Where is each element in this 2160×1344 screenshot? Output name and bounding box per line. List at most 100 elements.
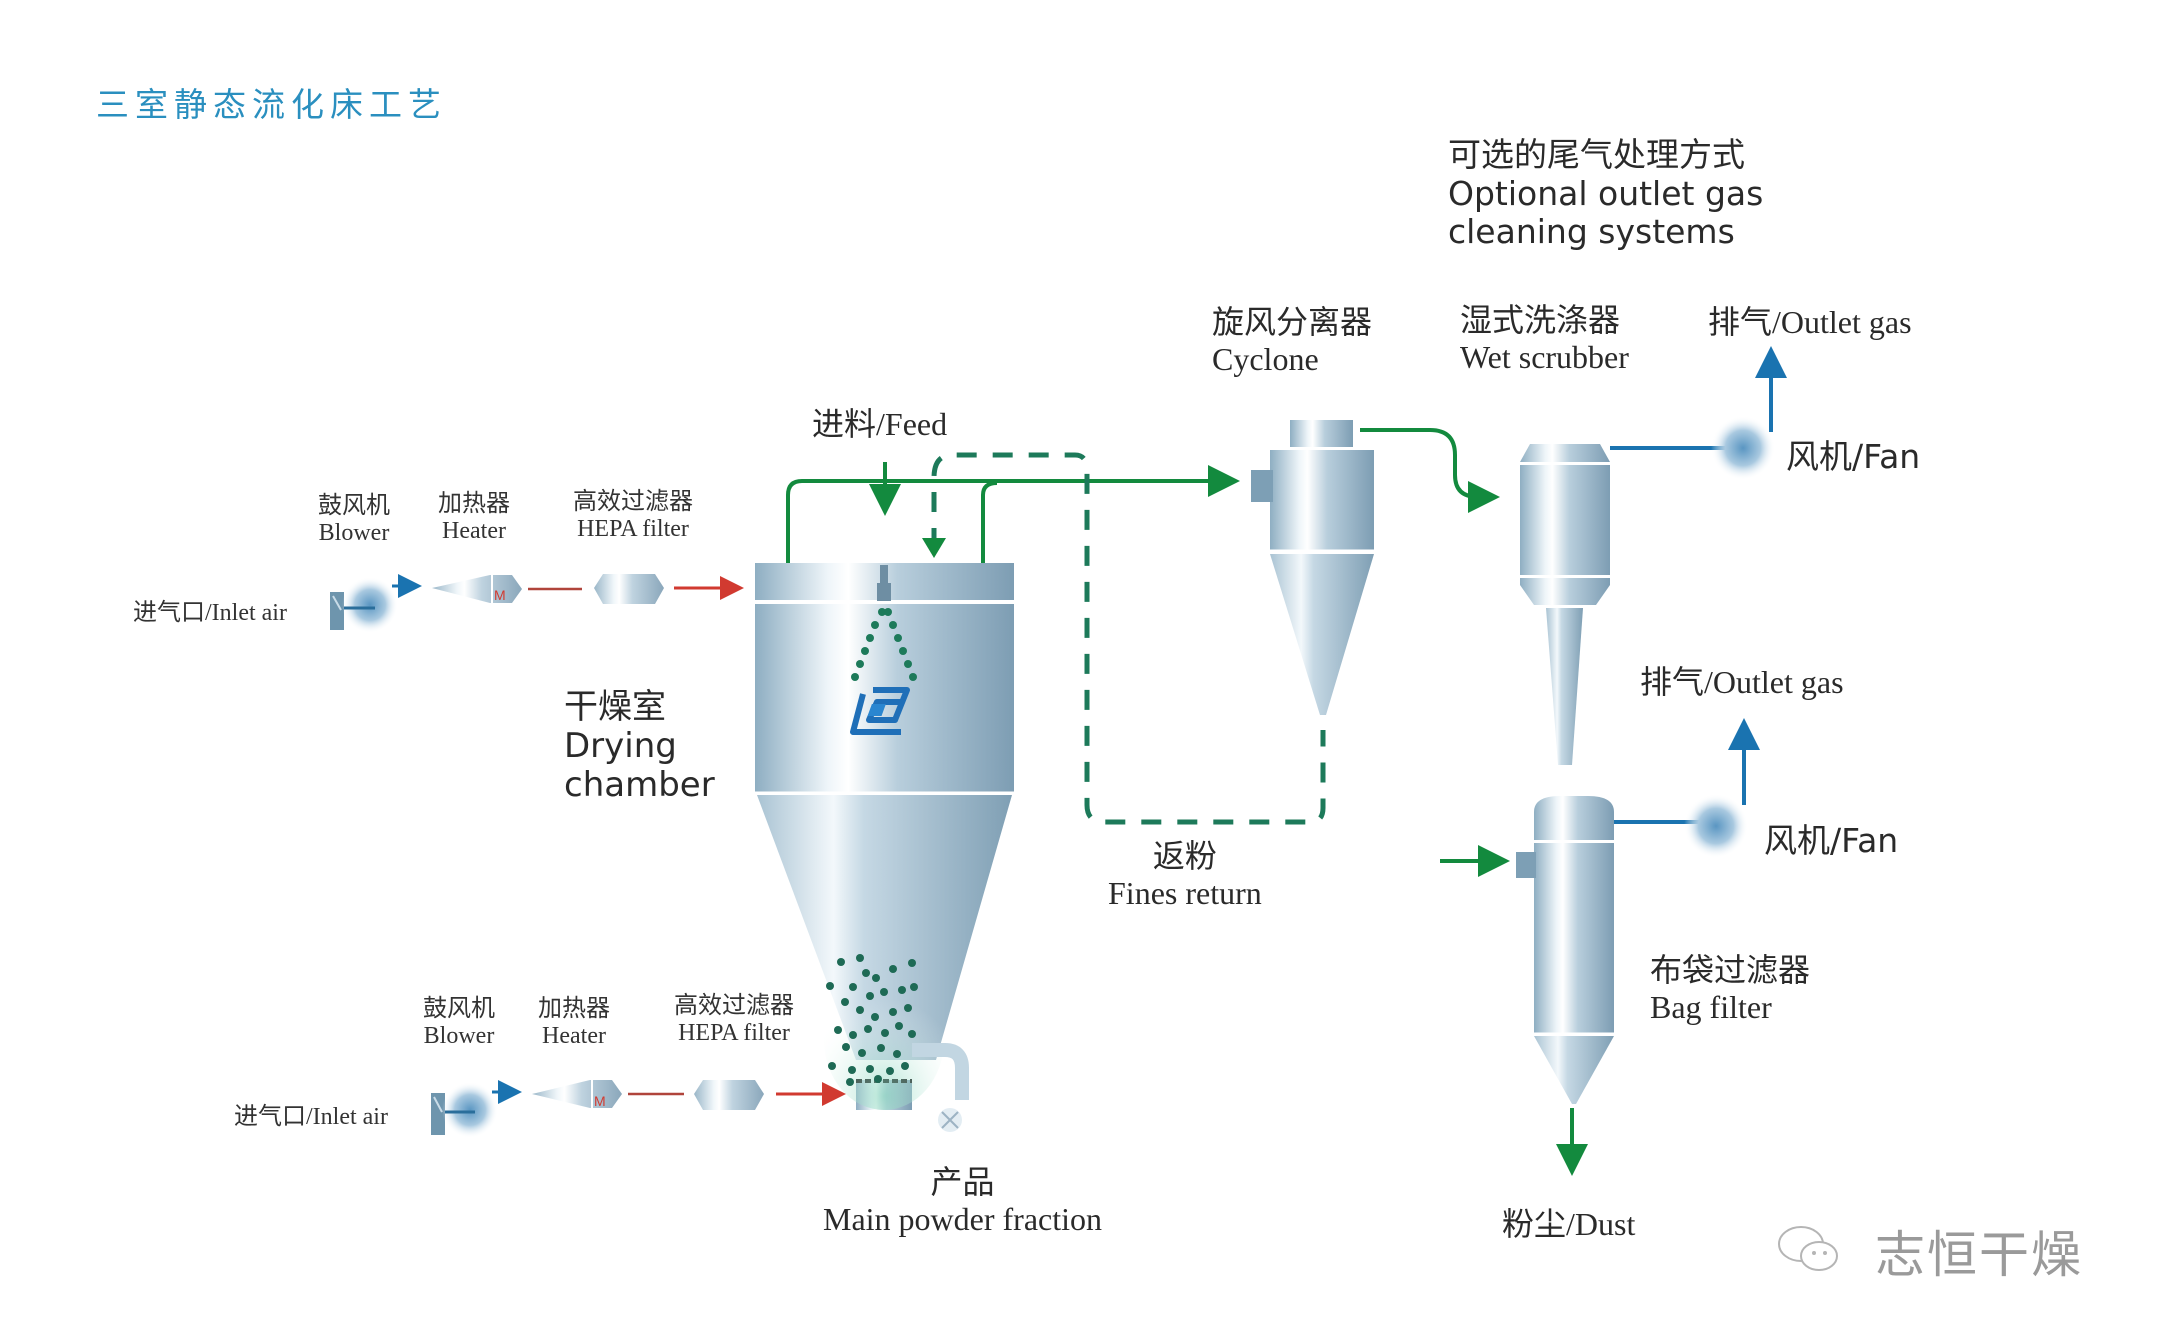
fluidized-particle <box>886 1067 894 1075</box>
spray-pattern <box>851 608 917 681</box>
upper-inlet-air-label: 进气口/Inlet air <box>133 600 287 626</box>
blower-icon <box>442 1082 498 1138</box>
heater-label-zh: 加热器 <box>538 994 610 1022</box>
cyclone-en: Cyclone <box>1212 340 1319 377</box>
drying-chamber-label: 干燥室 Drying chamber <box>564 688 715 804</box>
scrubber-bottom <box>1520 578 1610 605</box>
blower-label-en: Blower <box>318 519 390 546</box>
spray-droplet <box>861 647 869 655</box>
outlet-gas-mid-label: 排气/Outlet gas <box>1640 664 1844 700</box>
bag-filter-en: Bag filter <box>1650 988 1772 1025</box>
bag-filter-inlet <box>1516 852 1536 878</box>
fluidized-particle <box>856 954 864 962</box>
fluidized-particle <box>871 1013 879 1021</box>
spray-droplet <box>904 660 912 668</box>
cyclone-body <box>1270 450 1374 550</box>
fluidized-particle <box>834 1026 842 1034</box>
fluidized-particle <box>874 1075 882 1083</box>
fan-mid <box>1684 718 1760 858</box>
wet-scrubber <box>1520 444 1740 765</box>
watermark-text: 志恒干燥 <box>1875 1226 2083 1284</box>
heater-icon <box>432 575 522 603</box>
fluidized-particle <box>858 1049 866 1057</box>
fluidized-particle <box>846 1078 854 1086</box>
upper-heater-label: 加热器 Heater <box>438 489 510 545</box>
fines-return-label: 返粉 Fines return <box>1108 838 1262 912</box>
chamber-cone <box>757 795 1012 1060</box>
chamber-right-riser <box>981 481 998 563</box>
damper-blade <box>433 1096 443 1113</box>
fluidized-particle <box>908 959 916 967</box>
hepa-filter-icon <box>694 1080 764 1110</box>
fan-top <box>1711 346 1787 480</box>
drying-chamber-zh: 干燥室 <box>564 687 666 727</box>
fluidized-particle <box>848 1066 856 1074</box>
fluidized-particle <box>864 1025 872 1033</box>
product-zh: 产品 <box>930 1163 995 1201</box>
wet-scrubber-en: Wet scrubber <box>1460 338 1629 375</box>
fluidized-particle <box>880 988 888 996</box>
inlet-air-damper <box>431 1093 445 1135</box>
fluidized-particle <box>866 1065 874 1073</box>
heater-mark: M <box>494 587 506 603</box>
bag-filter-zh: 布袋过滤器 <box>1650 951 1811 989</box>
fluidized-particle <box>898 986 906 994</box>
fluidized-particle <box>910 983 918 991</box>
cyclone-cone <box>1270 554 1374 715</box>
hepa-label-zh: 高效过滤器 <box>674 991 794 1019</box>
optional-systems-en-1: Optional outlet gas <box>1448 173 1764 213</box>
optional-systems-label: 可选的尾气处理方式 Optional outlet gas cleaning s… <box>1448 135 1764 252</box>
scrubber-top <box>1520 444 1610 462</box>
blower-label-zh: 鼓风机 <box>318 491 390 519</box>
fluidized-particle <box>842 1043 850 1051</box>
fluidized-particle <box>895 1022 903 1030</box>
lower-air-line: M <box>431 1080 846 1138</box>
spray-nozzle <box>880 565 888 583</box>
fluidized-particle <box>877 1044 885 1052</box>
heater-label-zh: 加热器 <box>438 489 510 517</box>
fines-return-arrowhead <box>922 538 946 558</box>
bag-filter-cone <box>1534 1036 1614 1104</box>
fluidized-particle <box>862 969 870 977</box>
fluidized-particle <box>889 1008 897 1016</box>
fluidized-particle <box>904 1004 912 1012</box>
spray-droplet <box>909 673 917 681</box>
optional-systems-zh: 可选的尾气处理方式 <box>1448 135 1745 174</box>
optional-systems-en-2: cleaning systems <box>1448 212 1735 252</box>
fluidized-particle <box>826 982 834 990</box>
dust-label: 粉尘/Dust <box>1502 1206 1636 1242</box>
lower-blower-label: 鼓风机 Blower <box>423 994 495 1050</box>
chamber-to-cyclone-line <box>786 465 1240 563</box>
scrubber-body <box>1520 465 1610 575</box>
process-lines <box>786 428 1588 1176</box>
bag-filter-label: 布袋过滤器 Bag filter <box>1650 952 1810 1026</box>
rotary-valve-icon <box>938 1108 962 1132</box>
cyclone-zh: 旋风分离器 <box>1212 303 1373 341</box>
upper-hepa-label: 高效过滤器 HEPA filter <box>573 487 693 543</box>
fines-return-zh: 返粉 <box>1152 837 1217 875</box>
diagram-title: 三室静态流化床工艺 <box>96 85 447 124</box>
spray-droplet <box>884 608 892 616</box>
fluid-bed-glow <box>824 970 944 1110</box>
outlet-gas-top-label: 排气/Outlet gas <box>1708 304 1912 340</box>
heater-mark: M <box>594 1093 606 1109</box>
fluidized-particle <box>841 998 849 1006</box>
lower-hepa-label: 高效过滤器 HEPA filter <box>674 991 794 1047</box>
hepa-filter-icon <box>594 574 664 604</box>
inlet-air-damper <box>330 592 344 630</box>
cyclone-outlet-pipe <box>1290 420 1353 447</box>
hepa-label-zh: 高效过滤器 <box>573 487 693 515</box>
upper-blower-label: 鼓风机 Blower <box>318 491 390 547</box>
damper-blade <box>332 595 342 611</box>
fluidized-particle <box>889 965 897 973</box>
wet-scrubber-zh: 湿式洗涤器 <box>1460 301 1621 339</box>
fluidized-particle <box>893 1050 901 1058</box>
fluidized-particle <box>828 1062 836 1070</box>
fluidized-particle <box>881 1029 889 1037</box>
fluidized-particle <box>849 983 857 991</box>
spray-nozzle-tip <box>877 583 891 601</box>
hepa-label-en: HEPA filter <box>678 1019 790 1046</box>
cyclone-to-scrubber-line <box>1360 428 1500 513</box>
spray-droplet <box>851 673 859 681</box>
